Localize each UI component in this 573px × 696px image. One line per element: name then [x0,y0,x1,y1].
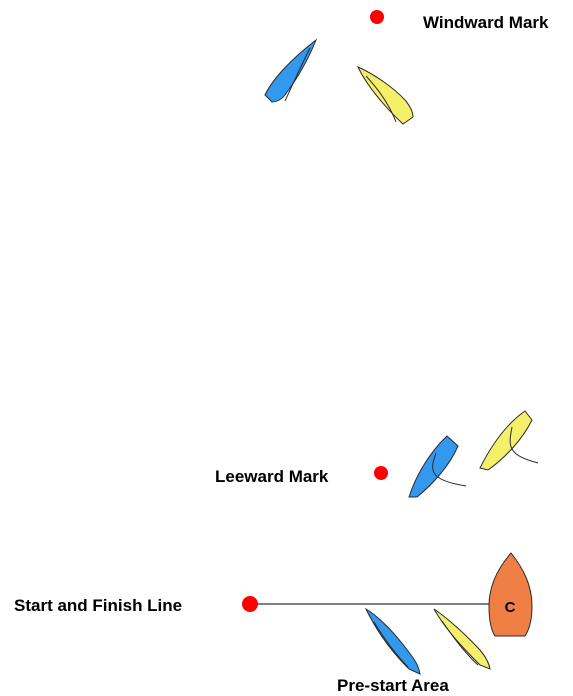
windward-mark-icon [370,10,384,24]
leeward-mark-label: Leeward Mark [215,467,328,487]
committee-boat-icon: C [489,553,532,636]
yellow-boat-leeward [480,411,538,470]
leeward-mark-icon [374,466,388,480]
yellow-boat-windward [358,67,413,124]
start-finish-line-label: Start and Finish Line [14,596,182,616]
blue-boat-leeward [409,436,466,497]
committee-boat-letter: C [505,599,516,616]
blue-boat-prestart [366,609,420,674]
windward-mark-label: Windward Mark [423,13,548,33]
prestart-area-label: Pre-start Area [337,676,449,696]
yellow-boat-prestart [434,609,490,669]
pin-end-mark-icon [242,596,258,612]
blue-boat-windward [265,40,316,102]
